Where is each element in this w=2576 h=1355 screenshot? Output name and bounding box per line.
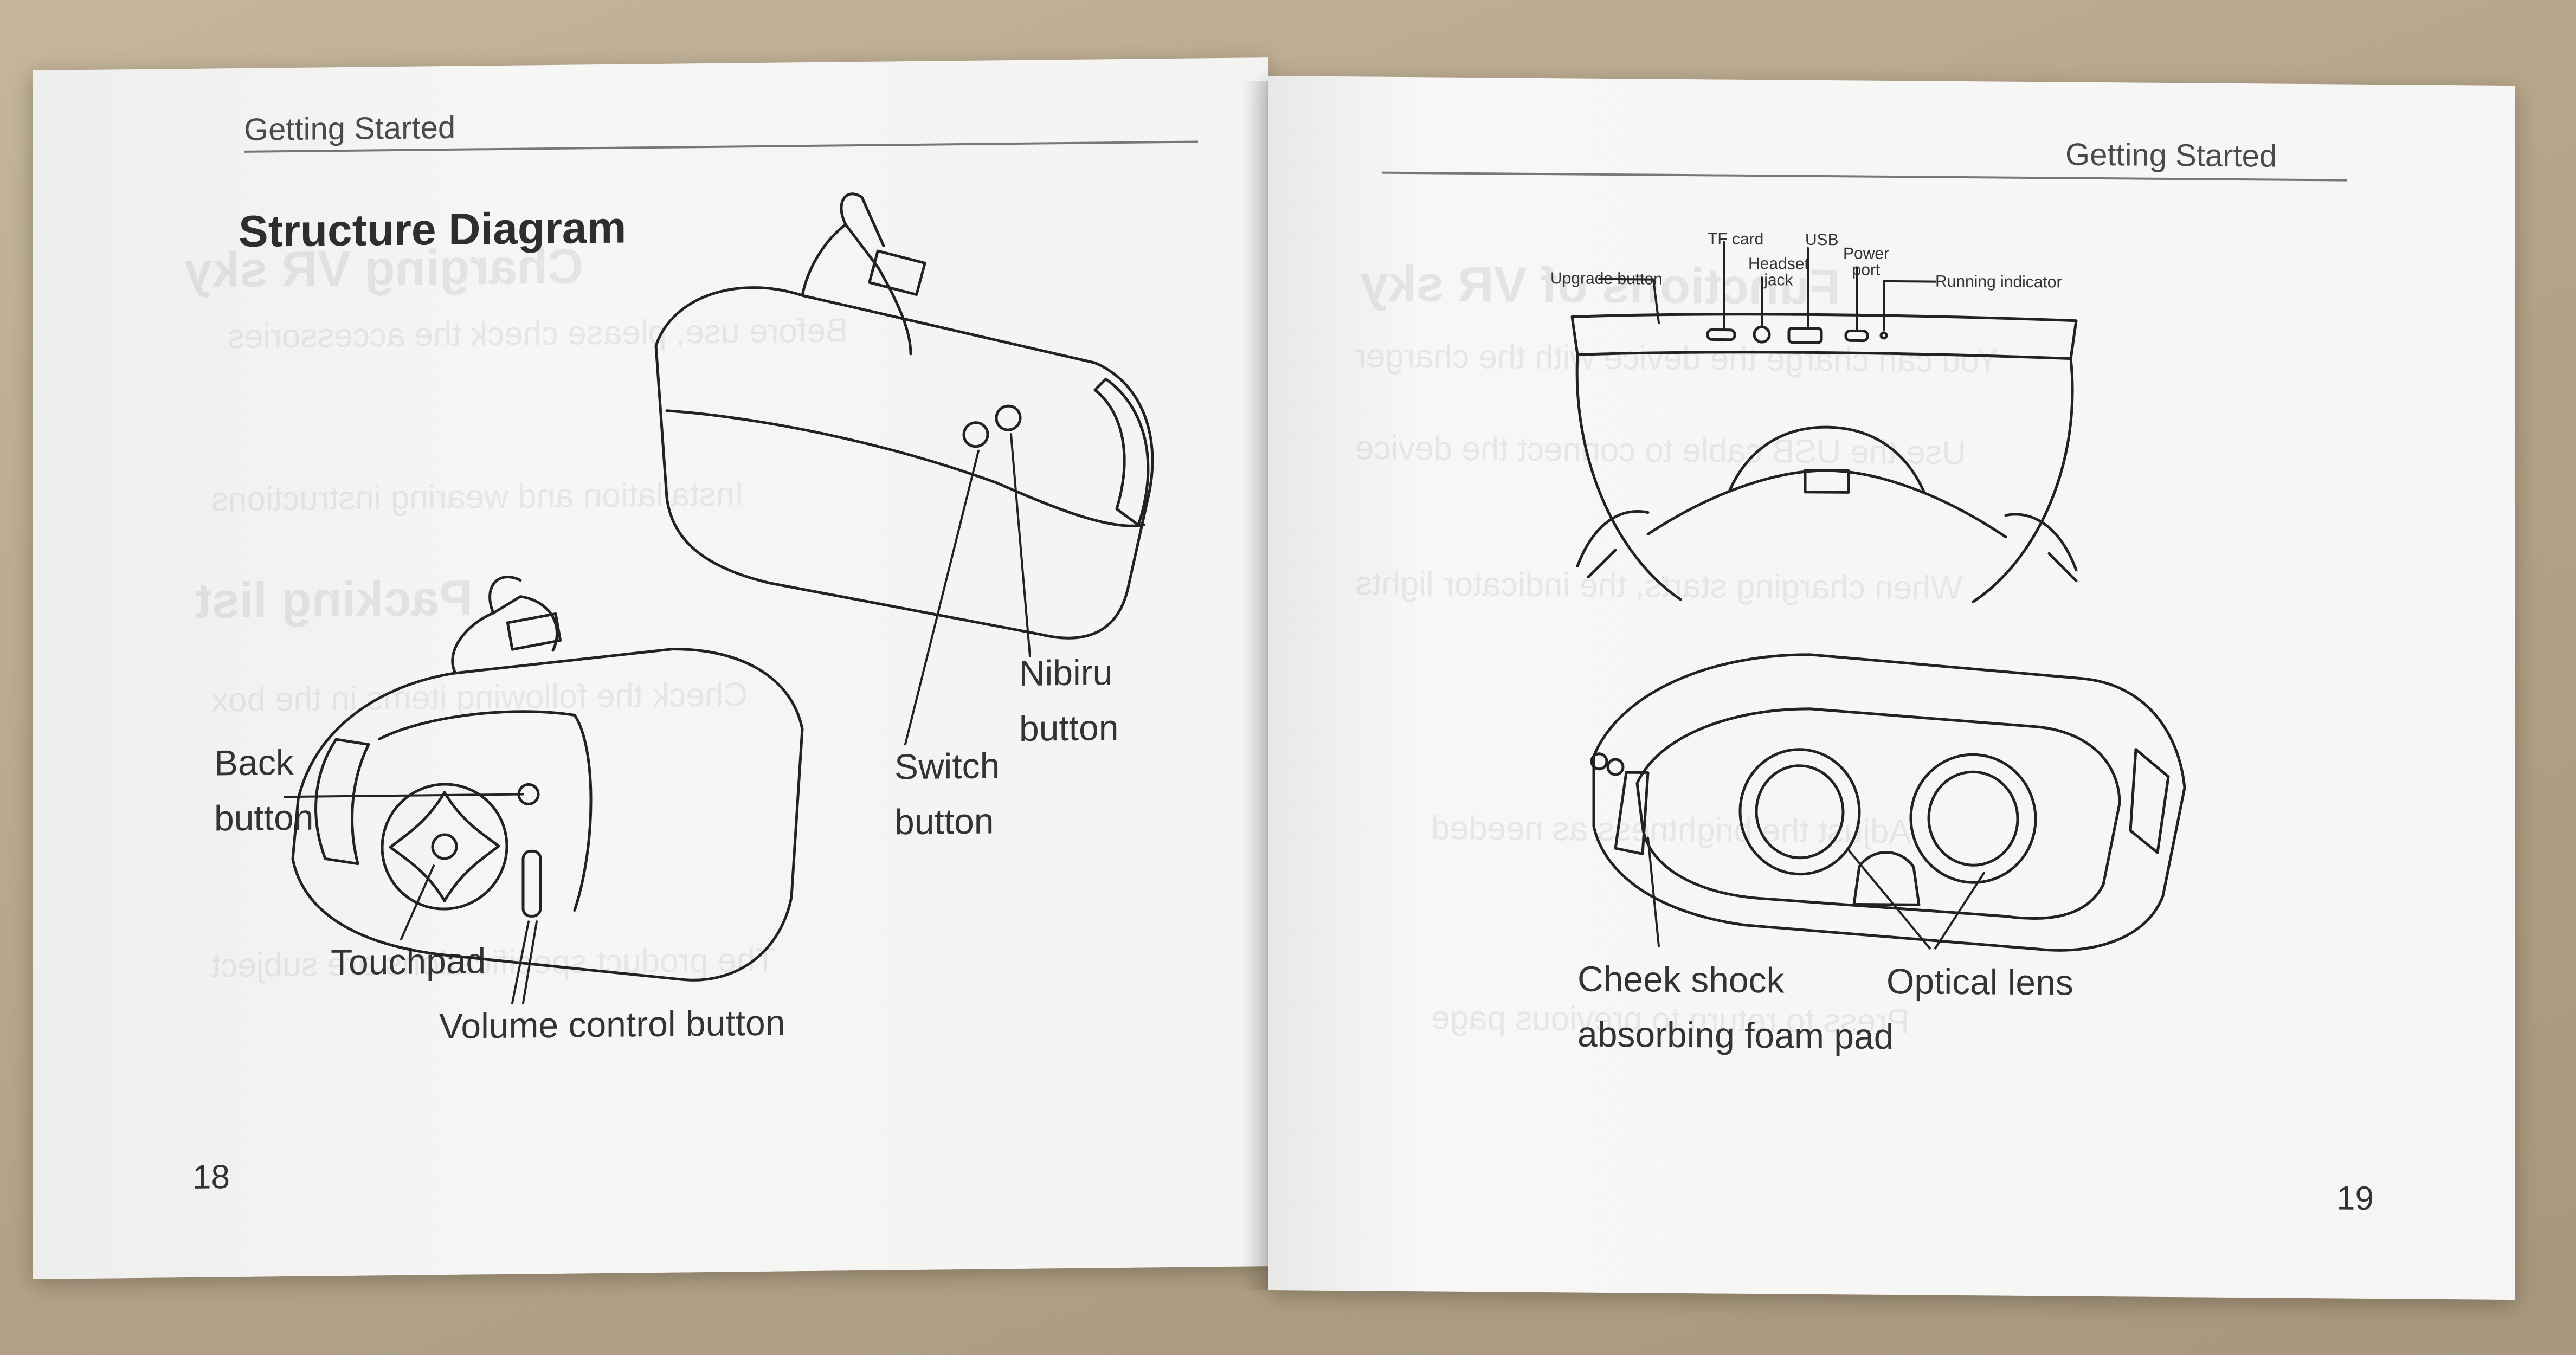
vr-headset-side-views-illustration	[284, 192, 1154, 1004]
left-page: Charging VR sky Before use, please check…	[33, 57, 1268, 1279]
vr-headset-top-and-front-views-illustration	[1570, 241, 2186, 952]
right-page: Functions of VR sky You can charge the d…	[1268, 76, 2515, 1300]
